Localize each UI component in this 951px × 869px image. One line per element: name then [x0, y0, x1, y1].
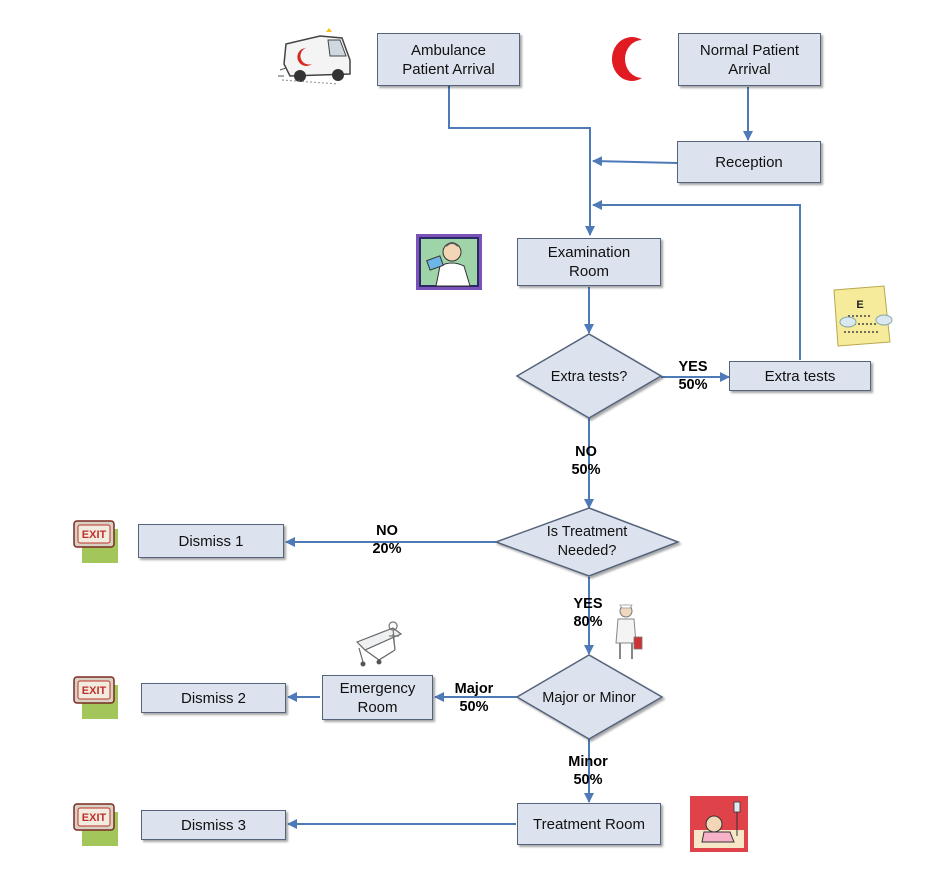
- dismiss-2-label: Dismiss 2: [180, 689, 246, 707]
- examination-room-box: Examination Room: [517, 238, 661, 286]
- extra-no-text: NO: [575, 444, 597, 460]
- doctor-icon: [416, 234, 482, 290]
- extra-tests-decision-label: Extra tests?: [551, 369, 628, 385]
- svg-text:EXIT: EXIT: [82, 529, 107, 541]
- svg-text:E: E: [856, 299, 863, 311]
- edge-reception-to-main: [592, 156, 678, 167]
- dismiss-3-label: Dismiss 3: [180, 816, 246, 834]
- ambulance-arrival-line1: Ambulance: [410, 41, 487, 59]
- examination-line2: Room: [568, 263, 609, 280]
- exit-icon: EXIT: [73, 520, 118, 563]
- treat-yes-pct: 80%: [573, 614, 603, 630]
- dismiss-3-box: Dismiss 3: [141, 810, 286, 840]
- treat-no-label: NO 20%: [362, 522, 412, 558]
- dismiss-1-label: Dismiss 1: [178, 532, 244, 550]
- minor-label: Minor 50%: [561, 753, 615, 789]
- treatment-decision-diamond: [493, 507, 681, 577]
- treatment-decision-label-line2: Needed?: [558, 543, 617, 559]
- extra-tests-box: Extra tests: [729, 361, 871, 391]
- edge-ambulance-to-exam: [448, 86, 595, 236]
- minor-pct: 50%: [573, 772, 603, 788]
- ambulance-arrival-box: Ambulance Patient Arrival: [377, 33, 520, 86]
- emergency-line1: Emergency: [339, 679, 416, 697]
- exit-icon: EXIT: [73, 803, 118, 846]
- extra-no-label: NO 50%: [561, 443, 611, 479]
- patient-bed-icon: [690, 796, 748, 852]
- emergency-room-box: Emergency Room: [322, 675, 433, 720]
- treatment-decision-label-line1: Is Treatment: [547, 524, 628, 540]
- stretcher-icon: [355, 621, 403, 667]
- extra-yes-label: YES 50%: [668, 358, 718, 394]
- treatment-room-box: Treatment Room: [517, 803, 661, 845]
- normal-arrival-line2: Arrival: [728, 60, 771, 78]
- treat-yes-text: YES: [573, 596, 603, 612]
- major-minor-decision-label: Major or Minor: [542, 690, 636, 706]
- examination-line1: Examination: [547, 244, 631, 261]
- reception-box: Reception: [677, 141, 821, 183]
- edge-extra-tests-return: [592, 200, 801, 360]
- major-label: Major 50%: [448, 680, 500, 716]
- extra-tests-decision-diamond: [515, 333, 663, 419]
- eye-chart-icon: E: [833, 285, 893, 347]
- svg-text:EXIT: EXIT: [82, 685, 107, 697]
- treat-no-pct: 20%: [372, 541, 402, 557]
- ambulance-arrival-line2: Patient Arrival: [402, 60, 495, 78]
- svg-text:EXIT: EXIT: [82, 812, 107, 824]
- emergency-line2: Room: [357, 698, 398, 716]
- major-pct: 50%: [459, 699, 489, 715]
- minor-text: Minor: [568, 754, 608, 770]
- dismiss-1-box: Dismiss 1: [138, 524, 284, 558]
- extra-tests-label: Extra tests: [764, 367, 836, 385]
- major-minor-decision-diamond: [515, 654, 664, 740]
- ambulance-icon: [278, 28, 351, 85]
- normal-arrival-box: Normal Patient Arrival: [678, 33, 821, 86]
- extra-no-pct: 50%: [571, 462, 601, 478]
- reception-label: Reception: [715, 153, 783, 171]
- treat-no-text: NO: [376, 523, 398, 539]
- normal-arrival-line1: Normal Patient: [699, 41, 800, 59]
- treat-yes-label: YES 80%: [563, 595, 613, 631]
- extra-yes-pct: 50%: [678, 377, 708, 393]
- extra-yes-text: YES: [678, 359, 708, 375]
- exit-icon: EXIT: [73, 676, 118, 719]
- treatment-room-label: Treatment Room: [533, 815, 645, 833]
- red-crescent-icon: [611, 36, 642, 81]
- dismiss-2-box: Dismiss 2: [141, 683, 286, 713]
- nurse-icon: [615, 604, 643, 659]
- major-text: Major: [454, 681, 494, 697]
